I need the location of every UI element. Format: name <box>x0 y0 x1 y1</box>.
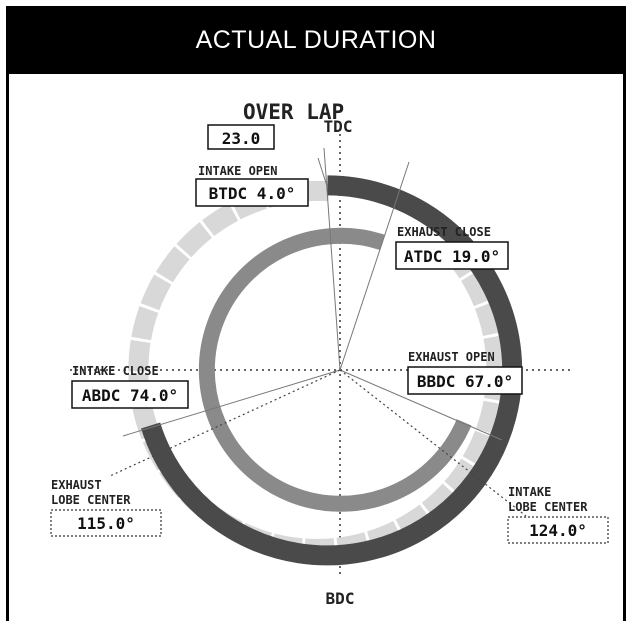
exhaust-lobe-center-line <box>109 369 341 477</box>
exhaust-duration-arc <box>198 227 472 512</box>
panel-header: ACTUAL DURATION <box>6 6 626 74</box>
intake-lobe-center-value-box <box>507 516 609 544</box>
panel-title: ACTUAL DURATION <box>195 25 437 54</box>
exhaust-lobe-center-label-2: LOBE CENTER <box>51 493 131 507</box>
intake-lobe-center-value: 124.0° <box>529 521 587 540</box>
right-border <box>623 74 626 621</box>
overlap-value-box <box>207 124 275 150</box>
exhaust-open-line <box>339 369 503 441</box>
duration-panel: ACTUAL DURATION TDC BDC OVER LAP 23.0 IN… <box>6 6 626 621</box>
intake-close-value-box <box>71 380 189 409</box>
exhaust-open-value-box <box>407 366 523 395</box>
bdc-label: BDC <box>326 589 355 608</box>
intake-lobe-center-label-1: INTAKE <box>508 485 551 499</box>
intake-open-value: BTDC 4.0° <box>209 184 296 203</box>
intake-close-value: ABDC 74.0° <box>82 386 178 405</box>
exhaust-lobe-center-value-box <box>50 509 162 537</box>
exhaust-open-value: BBDC 67.0° <box>417 372 513 391</box>
exhaust-close-value: ATDC 19.0° <box>404 247 500 266</box>
intake-duration-arc <box>141 175 523 566</box>
overlap-label: OVER LAP <box>243 100 344 124</box>
exhaust-close-value-box <box>395 241 509 270</box>
intake-close-line <box>122 369 341 437</box>
exhaust-lobe-center-label-1: EXHAUST <box>51 478 102 492</box>
overlap-value: 23.0 <box>222 129 261 148</box>
exhaust-lobe-center-value: 115.0° <box>77 514 135 533</box>
exhaust-close-line <box>339 161 410 371</box>
valve-timing-diagram: TDC BDC OVER LAP 23.0 INTAKE OPEN BTDC 4… <box>50 100 609 608</box>
intake-lobe-center-label-2: LOBE CENTER <box>508 500 588 514</box>
intake-close-label: INTAKE CLOSE <box>72 364 159 378</box>
intake-open-label: INTAKE OPEN <box>198 164 277 178</box>
intake-open-value-box <box>195 178 309 207</box>
exhaust-open-label: EXHAUST OPEN <box>408 350 495 364</box>
tdc-label: TDC <box>324 117 353 136</box>
left-border <box>6 74 9 621</box>
overlap-marker-line <box>317 157 328 187</box>
exhaust-close-label: EXHAUST CLOSE <box>397 225 491 239</box>
